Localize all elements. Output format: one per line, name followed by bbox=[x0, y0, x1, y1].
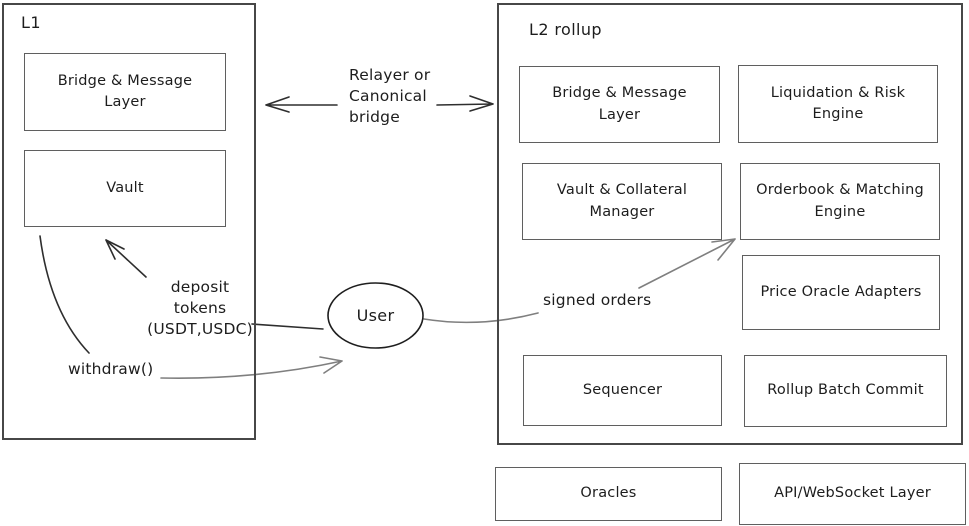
l2-bridge-message-layer-node: Bridge & Message Layer bbox=[519, 66, 720, 143]
l2-title: L2 rollup bbox=[529, 20, 602, 39]
l2-orderbook-matching-label: Orderbook & Matching Engine bbox=[756, 182, 924, 220]
relayer-bridge-label-line1: Relayer or bbox=[349, 66, 431, 84]
l1-container: L1 bbox=[2, 3, 256, 440]
l2-rollup-batch-label: Rollup Batch Commit bbox=[767, 382, 924, 399]
l2-vault-collateral-node: Vault & Collateral Manager bbox=[522, 163, 722, 240]
l2-liquidation-risk-node: Liquidation & Risk Engine bbox=[738, 65, 938, 143]
api-websocket-label: API/WebSocket Layer bbox=[774, 485, 931, 502]
relayer-arrow-left bbox=[265, 96, 338, 113]
l1-bridge-message-layer-node: Bridge & Message Layer bbox=[24, 53, 226, 131]
l2-sequencer-label: Sequencer bbox=[582, 381, 663, 398]
l1-bridge-message-layer-label: Bridge & Message Layer bbox=[57, 72, 193, 110]
l2-vault-collateral-label: Vault & Collateral Manager bbox=[556, 182, 688, 220]
l1-vault-node: Vault bbox=[24, 150, 226, 227]
relayer-bridge-label-line3: bridge bbox=[349, 108, 400, 126]
deposit-to-user-line bbox=[251, 323, 324, 330]
l2-liquidation-risk-label: Liquidation & Risk Engine bbox=[770, 84, 906, 122]
signed-orders-label: signed orders bbox=[543, 291, 652, 309]
deposit-tokens-label-line3: (USDT,USDC) bbox=[147, 320, 253, 338]
l2-sequencer-node: Sequencer bbox=[523, 355, 722, 426]
l2-orderbook-matching-node: Orderbook & Matching Engine bbox=[740, 163, 940, 240]
relayer-bridge-label: Relayer or Canonical bridge bbox=[349, 65, 430, 128]
withdraw-label: withdraw() bbox=[68, 360, 154, 378]
relayer-arrow-right bbox=[436, 95, 494, 112]
l2-price-oracle-label: Price Oracle Adapters bbox=[760, 283, 922, 300]
relayer-bridge-label-line2: Canonical bbox=[349, 87, 427, 105]
l2-price-oracle-node: Price Oracle Adapters bbox=[742, 255, 940, 330]
deposit-tokens-label: deposit tokens (USDT,USDC) bbox=[140, 277, 260, 340]
l1-vault-label: Vault bbox=[106, 179, 144, 196]
l2-container: L2 rollup bbox=[497, 3, 963, 445]
user-label: User bbox=[356, 306, 395, 325]
oracles-label: Oracles bbox=[580, 485, 637, 502]
l2-rollup-batch-node: Rollup Batch Commit bbox=[744, 355, 947, 427]
l2-bridge-message-layer-label: Bridge & Message Layer bbox=[552, 85, 687, 123]
oracles-node: Oracles bbox=[495, 467, 722, 521]
api-websocket-node: API/WebSocket Layer bbox=[739, 463, 966, 525]
deposit-tokens-label-line1: deposit bbox=[170, 278, 230, 296]
deposit-tokens-label-line2: tokens bbox=[173, 299, 227, 317]
l1-title: L1 bbox=[21, 13, 41, 32]
